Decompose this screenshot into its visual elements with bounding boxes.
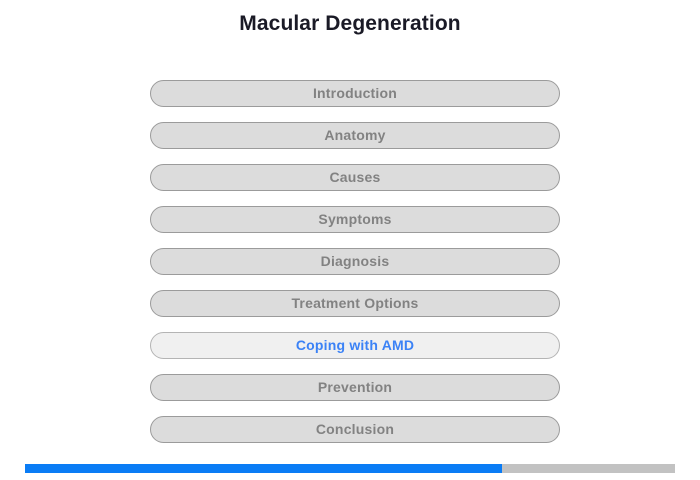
- menu-item-prevention[interactable]: Prevention: [150, 374, 560, 401]
- menu-item-coping-with-amd[interactable]: Coping with AMD: [150, 332, 560, 359]
- progress-bar-track[interactable]: [25, 464, 675, 473]
- menu-item-causes[interactable]: Causes: [150, 164, 560, 191]
- menu-item-conclusion[interactable]: Conclusion: [150, 416, 560, 443]
- menu-item-symptoms[interactable]: Symptoms: [150, 206, 560, 233]
- menu-item-treatment-options[interactable]: Treatment Options: [150, 290, 560, 317]
- menu-item-introduction[interactable]: Introduction: [150, 80, 560, 107]
- menu-item-anatomy[interactable]: Anatomy: [150, 122, 560, 149]
- progress-bar-fill: [25, 464, 503, 473]
- menu-item-diagnosis[interactable]: Diagnosis: [150, 248, 560, 275]
- page-title: Macular Degeneration: [239, 12, 461, 35]
- section-menu: Introduction Anatomy Causes Symptoms Dia…: [150, 80, 560, 443]
